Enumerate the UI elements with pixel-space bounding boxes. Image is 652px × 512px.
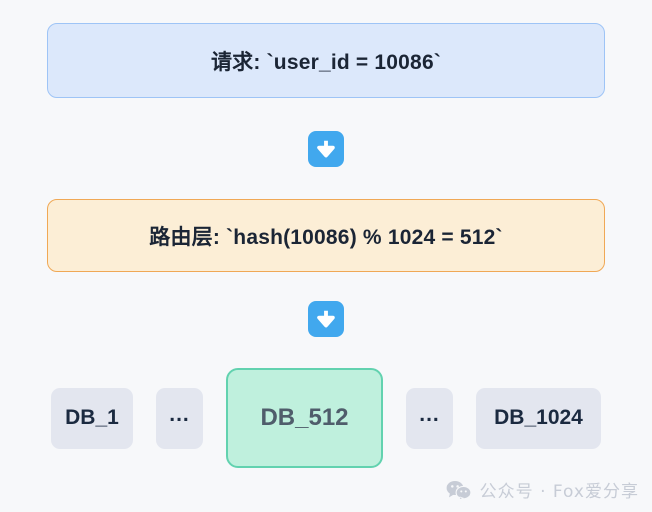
arrow-down-icon	[308, 131, 344, 167]
shard-db-512-highlighted: DB_512	[226, 368, 383, 468]
arrow-down-icon	[308, 301, 344, 337]
watermark: 公众号 · Fox爱分享	[446, 477, 639, 502]
stage-request-label: 请求: `user_id = 10086`	[210, 50, 442, 74]
shard-ellipsis-left-label: ...	[169, 403, 190, 426]
shard-db-1: DB_1	[51, 387, 133, 449]
shard-ellipsis-right: ...	[406, 387, 453, 449]
watermark-text: 公众号 · Fox爱分享	[479, 482, 639, 502]
shard-ellipsis-left: ...	[156, 387, 203, 449]
shard-db-512-label: DB_512	[260, 404, 349, 431]
shard-ellipsis-right-label: ...	[419, 403, 440, 426]
shard-row: DB_1 ... DB_512 ... DB_1024	[0, 363, 652, 473]
shard-db-1024: DB_1024	[476, 387, 601, 449]
stage-router-box: 路由层: `hash(10086) % 1024 = 512`	[47, 199, 605, 272]
shard-db-1-label: DB_1	[65, 406, 119, 429]
wechat-icon	[446, 480, 472, 500]
stage-router-label: 路由层: `hash(10086) % 1024 = 512`	[149, 225, 503, 249]
shard-db-1024-label: DB_1024	[494, 406, 583, 429]
stage-request-box: 请求: `user_id = 10086`	[47, 23, 605, 98]
